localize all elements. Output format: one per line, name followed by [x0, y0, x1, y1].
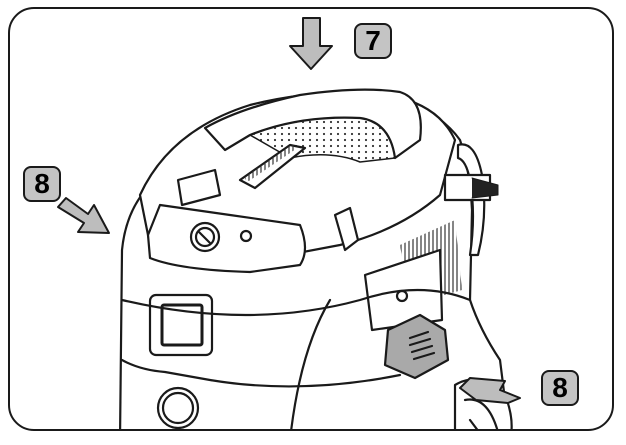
diagonal-arrow-icon — [57, 197, 110, 234]
down-arrow-icon — [289, 17, 333, 70]
top-grip — [238, 143, 307, 190]
side-hook — [456, 143, 486, 257]
callout-step-8-left: 8 — [23, 166, 61, 202]
callout-step-7: 7 — [354, 23, 392, 59]
left-arrow-icon — [459, 377, 521, 404]
control-panel — [146, 203, 307, 274]
right-latch — [383, 313, 450, 380]
callout-step-8-right: 8 — [541, 370, 579, 406]
